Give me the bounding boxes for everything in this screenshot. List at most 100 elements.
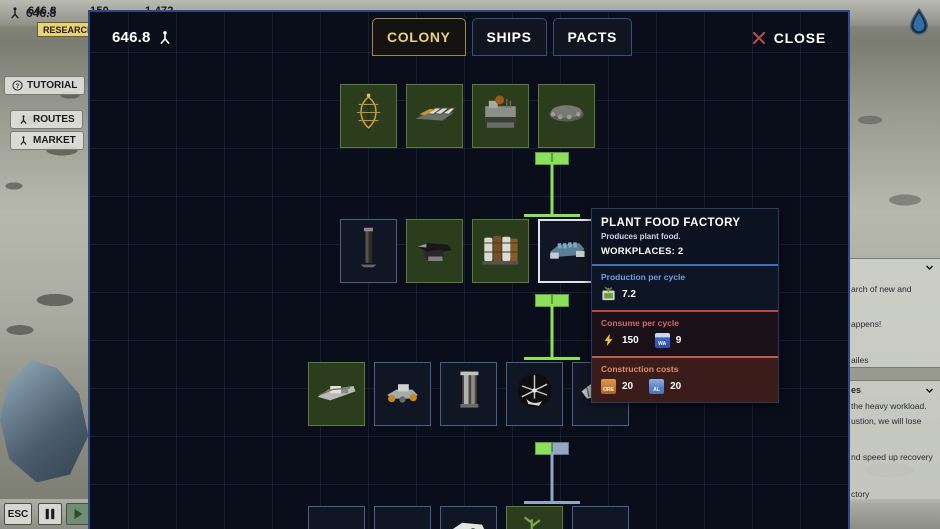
- resource-ore-value: 20: [622, 381, 634, 392]
- pause-button[interactable]: [38, 503, 62, 525]
- connector-node-right[interactable]: [552, 294, 569, 307]
- tutorial-button[interactable]: ? TUTORIAL: [4, 76, 86, 95]
- modal-tabs: COLONY SHIPS PACTS: [372, 18, 632, 56]
- tile-row4-d[interactable]: [506, 506, 563, 529]
- right-panel-card-1[interactable]: arch of new and appens! ailes: [845, 258, 940, 368]
- tooltip-production-items: 7.2: [601, 287, 769, 302]
- rover-vehicle-art: [387, 384, 418, 403]
- connector-node-left[interactable]: [535, 294, 552, 307]
- connector-cap: [524, 501, 580, 504]
- processing-plant-art: [485, 95, 516, 128]
- resource-energy-value: 150: [622, 335, 639, 346]
- plant-food-icon: [602, 287, 615, 301]
- person-icon: [11, 7, 19, 19]
- tile-dome-habitat[interactable]: [538, 84, 595, 148]
- tooltip-production-section: Production per cycle 7.2: [592, 264, 778, 310]
- connector-node-right[interactable]: [552, 152, 569, 165]
- tile-row4-b[interactable]: [374, 506, 431, 529]
- water-icon: WA: [654, 333, 670, 348]
- tech-tree: 36: [90, 12, 848, 529]
- right-panel-card-2-line-4: ctory: [851, 489, 870, 500]
- aluminium-icon: AL: [649, 379, 665, 394]
- water-abbr: WA: [658, 341, 667, 347]
- drill-spire-art: [360, 227, 377, 268]
- right-panel-card-1-line-3: ailes: [851, 354, 869, 365]
- play-icon: [74, 508, 83, 520]
- elevator-shaft-art: [460, 371, 479, 408]
- tile-tank-farm[interactable]: [472, 219, 529, 283]
- connector-stem: [550, 452, 554, 504]
- tile-row4-e[interactable]: [572, 506, 629, 529]
- aluminium-abbr: AL: [653, 387, 660, 393]
- resource-aluminium-value: 20: [670, 381, 682, 392]
- tab-pacts[interactable]: PACTS: [552, 18, 632, 56]
- green-plant-art: [523, 516, 541, 529]
- person-icon: [20, 136, 27, 145]
- connector-cap: [524, 214, 580, 217]
- right-panel-card-1-header: [845, 259, 940, 276]
- connector-row2-row3: [524, 294, 580, 362]
- right-panel-card-2-line-3: nd speed up recovery: [851, 451, 933, 462]
- tile-drill-spire[interactable]: 36: [340, 219, 397, 283]
- resource-plant-food: 7.2: [601, 287, 636, 302]
- resource-plant-food-value: 7.2: [622, 289, 636, 300]
- connector-node-left[interactable]: [535, 152, 552, 165]
- dark-hauler-art: [417, 243, 452, 261]
- tab-ships[interactable]: SHIPS: [471, 18, 547, 56]
- tech-row-4: [308, 506, 629, 529]
- colony-modal: 646.8 COLONY SHIPS PACTS CLOSE: [88, 10, 850, 529]
- connector-row3-row4: [524, 442, 580, 506]
- tooltip-consume-section: Consume per cycle 150 WA 9: [592, 310, 778, 356]
- assembly-line-art: [317, 386, 356, 401]
- person-icon: [160, 31, 170, 44]
- question-mark-icon: ?: [12, 80, 23, 91]
- connector-stem: [550, 162, 554, 217]
- resource-ore: ORE 20: [601, 379, 633, 394]
- right-panel-card-2-header: es: [845, 381, 940, 399]
- tile-row4-c[interactable]: [440, 506, 497, 529]
- tile-row4-a[interactable]: [308, 506, 365, 529]
- tech-row-1: [340, 84, 595, 148]
- building-tooltip: PLANT FOOD FACTORY Produces plant food. …: [591, 208, 779, 403]
- hud-population-value: 646.8: [26, 6, 57, 20]
- connector-node-right[interactable]: [552, 442, 569, 455]
- tooltip-construction-section: Construction costs ORE 20 AL 20: [592, 356, 778, 402]
- person-icon: [20, 115, 27, 124]
- tile-antenna-tower[interactable]: [340, 84, 397, 148]
- energy-bolt-icon: [604, 333, 613, 347]
- tooltip-construction-heading: Construction costs: [601, 364, 679, 374]
- chevron-down-icon[interactable]: [925, 263, 934, 272]
- right-panel-card-2[interactable]: es the heavy workload. ustion, we will l…: [845, 380, 940, 504]
- tile-dark-hauler[interactable]: [406, 219, 463, 283]
- pause-icon: [45, 508, 55, 520]
- connector-node-left[interactable]: [535, 442, 552, 455]
- tab-colony[interactable]: COLONY: [372, 18, 466, 56]
- connector-stem: [550, 304, 554, 360]
- market-button[interactable]: MARKET: [10, 131, 84, 150]
- resource-energy: 150: [601, 333, 639, 348]
- tile-radio-dish[interactable]: 100: [506, 362, 563, 426]
- tile-elevator-shaft[interactable]: 100: [440, 362, 497, 426]
- tile-assembly-line[interactable]: [308, 362, 365, 426]
- dome-habitat-art: [549, 105, 584, 122]
- chevron-down-icon[interactable]: [925, 386, 934, 395]
- tile-solar-array[interactable]: [406, 84, 463, 148]
- solar-array-art: [415, 107, 457, 121]
- close-button[interactable]: CLOSE: [752, 30, 826, 46]
- modal-population-readout: 646.8: [112, 29, 173, 46]
- routes-button[interactable]: ROUTES: [10, 110, 83, 129]
- water-drop-icon[interactable]: [908, 8, 930, 36]
- tooltip-construction-items: ORE 20 AL 20: [601, 379, 769, 394]
- play-button[interactable]: [66, 503, 90, 525]
- tile-rover-vehicle[interactable]: 100: [374, 362, 431, 426]
- tooltip-production-heading: Production per cycle: [601, 272, 686, 282]
- modal-population-value: 646.8: [112, 29, 151, 46]
- right-panel-card-1-line-2: appens!: [851, 319, 882, 330]
- topbar-item-population: 646.8: [28, 5, 57, 17]
- tooltip-workplaces: WORKPLACES: 2: [601, 246, 684, 257]
- tank-farm-art: [482, 235, 519, 265]
- esc-button[interactable]: ESC: [4, 503, 32, 525]
- tile-processing-plant[interactable]: [472, 84, 529, 148]
- tile-plant-food-factory[interactable]: 36: [538, 219, 595, 283]
- right-panel-card-2-title: es: [851, 385, 862, 395]
